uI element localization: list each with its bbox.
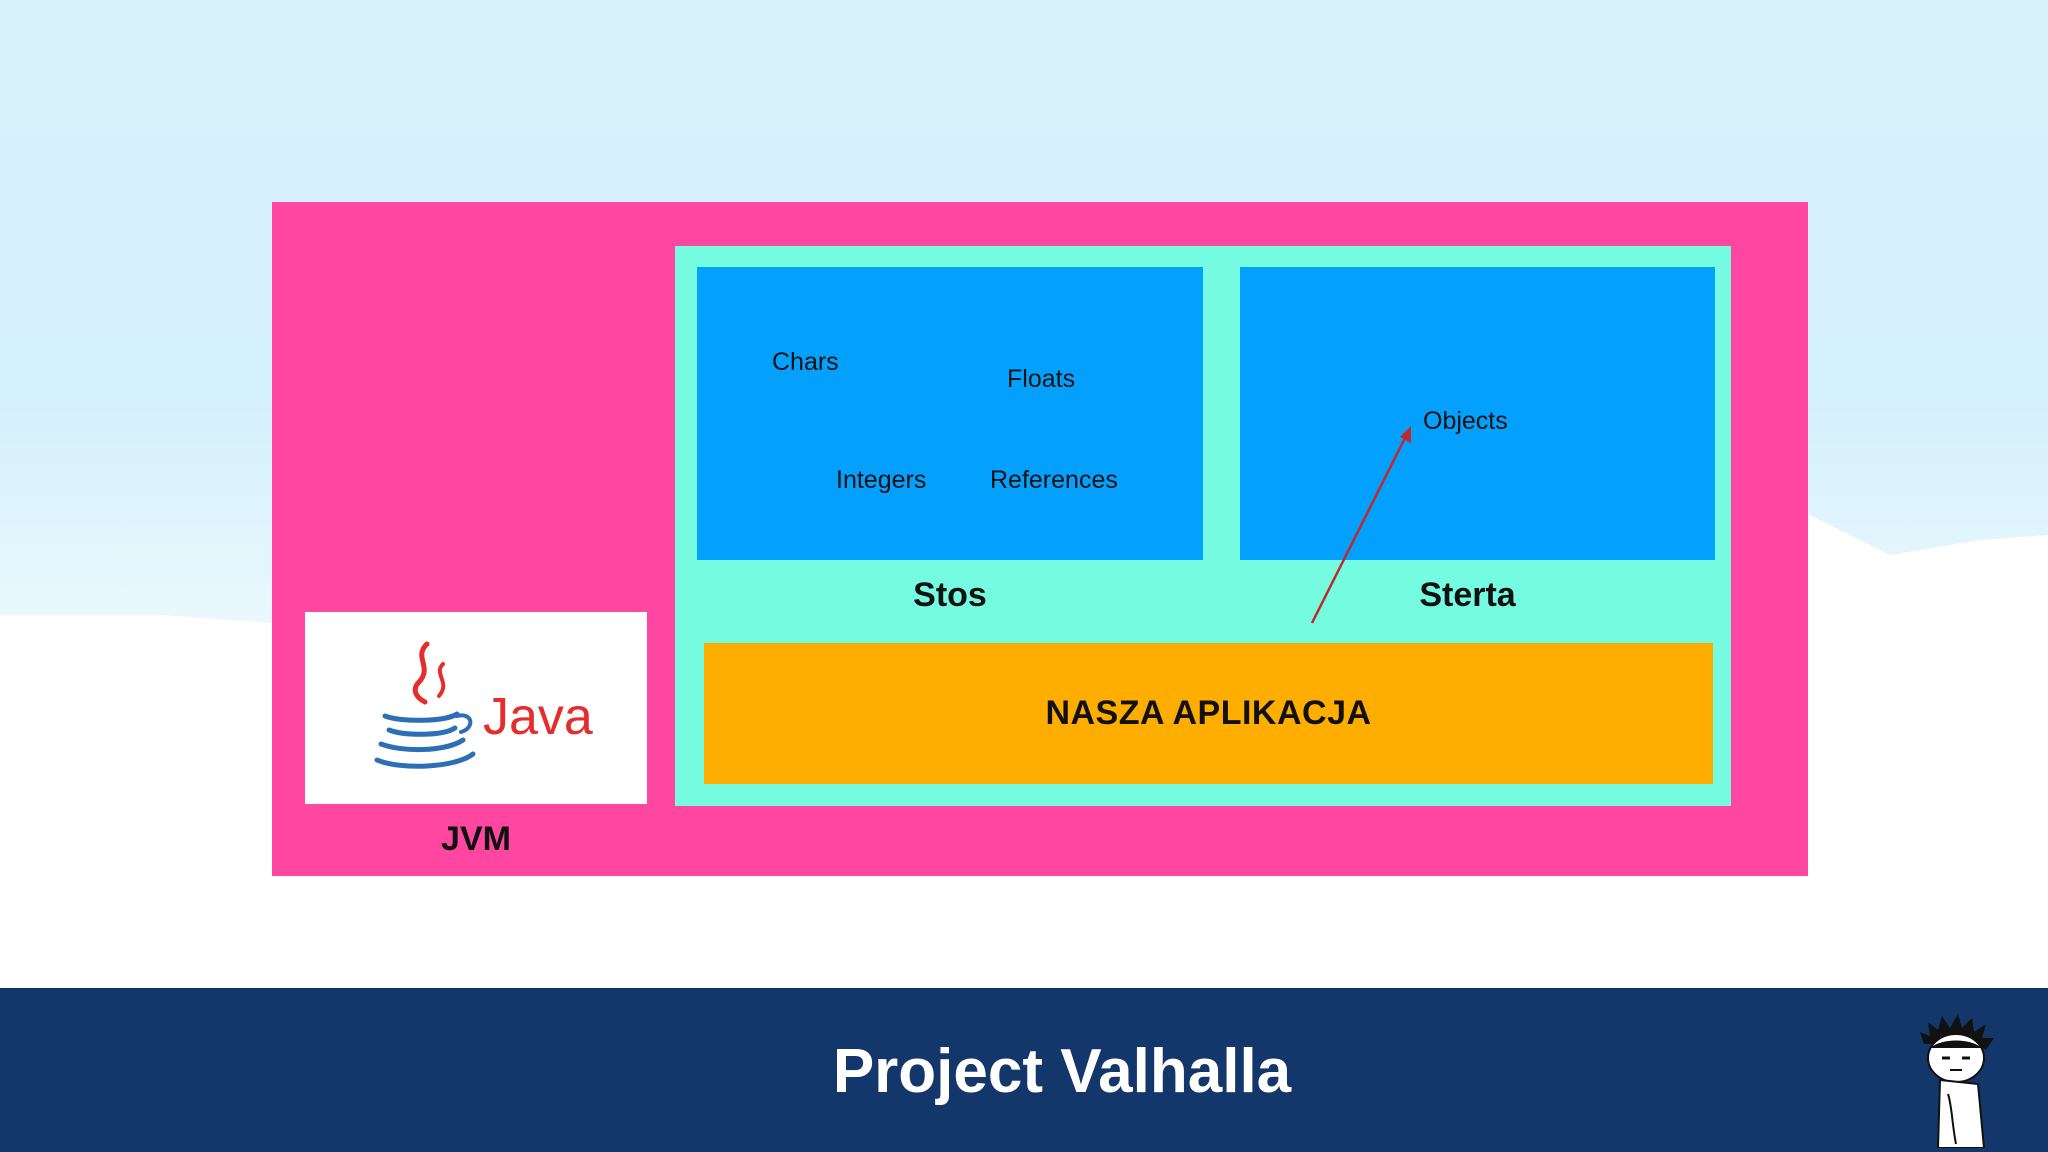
stack-item-references: References: [990, 466, 1118, 494]
stack-item-integers: Integers: [836, 466, 927, 494]
heap-item-objects: Objects: [1423, 407, 1508, 435]
heap-label: Sterta: [1419, 576, 1516, 614]
stack-item-chars: Chars: [772, 348, 839, 376]
mascot-icon: [1920, 1014, 1994, 1148]
java-logo-wordmark: Java: [483, 688, 593, 746]
java-logo: Java: [374, 641, 593, 769]
footer-title: Project Valhalla: [832, 1037, 1292, 1106]
footer-bar: [0, 988, 2048, 1152]
application-label: NASZA APLIKACJA: [1045, 694, 1372, 732]
stack-item-floats: Floats: [1007, 365, 1076, 393]
java-logo-box: Java: [305, 612, 647, 804]
stack-label: Stos: [913, 576, 987, 614]
jvm-label: JVM: [441, 820, 511, 858]
stack-memory-box: [697, 267, 1203, 560]
application-box: NASZA APLIKACJA: [704, 643, 1713, 784]
